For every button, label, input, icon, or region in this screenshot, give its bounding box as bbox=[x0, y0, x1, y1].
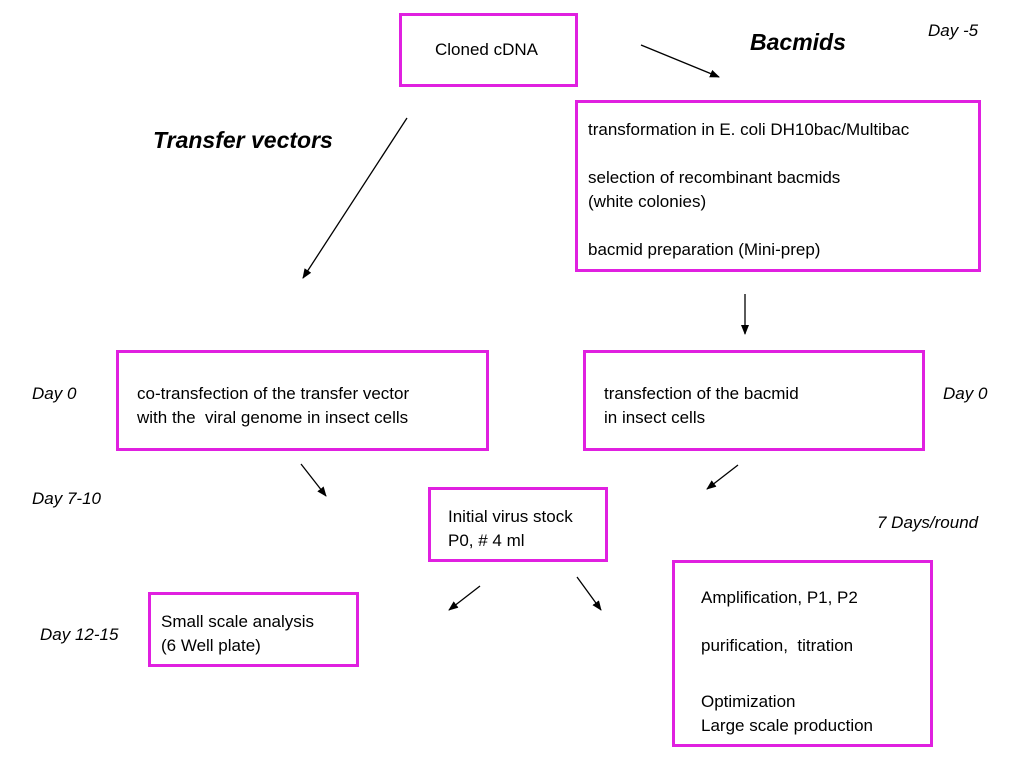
day-label-7-days-per-round: 7 Days/round bbox=[877, 513, 979, 532]
box-initial-virus-stock: Initial virus stock P0, # 4 ml bbox=[428, 487, 608, 562]
box-small-scale-analysis: Small scale analysis (6 Well plate) bbox=[148, 592, 359, 667]
heading-bacmids: Bacmids bbox=[750, 29, 846, 55]
transfection-line1: transfection of the bacmid bbox=[604, 384, 799, 403]
bacmid-step-preparation: bacmid preparation (Mini-prep) bbox=[588, 240, 821, 259]
amplification-line4: Large scale production bbox=[701, 716, 874, 735]
initial-stock-line1: Initial virus stock bbox=[448, 507, 573, 526]
cotransfection-line2: with the viral genome in insect cells bbox=[137, 408, 409, 427]
heading-transfer-vectors: Transfer vectors bbox=[153, 127, 333, 153]
arrow-cotransfection-to-stock bbox=[300, 463, 327, 497]
box-amplification: Amplification, P1, P2 purification, titr… bbox=[672, 560, 933, 747]
day-label-12-15: Day 12-15 bbox=[40, 625, 119, 644]
small-scale-line2: (6 Well plate) bbox=[161, 636, 261, 655]
box-transfection: transfection of the bacmid in insect cel… bbox=[583, 350, 925, 451]
box-cloned-cdna: Cloned cDNA bbox=[399, 13, 578, 87]
arrow-transfection-to-stock bbox=[706, 464, 739, 490]
cotransfection-line1: co-transfection of the transfer vector bbox=[137, 384, 410, 403]
amplification-line3: Optimization bbox=[701, 692, 796, 711]
day-label-0-left: Day 0 bbox=[32, 384, 77, 403]
arrow-stock-to-amplification bbox=[576, 576, 602, 611]
arrow-cdna-to-transfer-vectors bbox=[302, 117, 408, 279]
day-label-minus5: Day -5 bbox=[928, 21, 979, 40]
day-label-7-10: Day 7-10 bbox=[32, 489, 101, 508]
small-scale-line1: Small scale analysis bbox=[161, 612, 315, 631]
bacmid-step-selection: selection of recombinant bacmids bbox=[588, 168, 841, 187]
box-cotransfection: co-transfection of the transfer vector w… bbox=[116, 350, 489, 451]
bacmid-step-selection-note: (white colonies) bbox=[588, 192, 707, 211]
initial-stock-line2: P0, # 4 ml bbox=[448, 531, 525, 550]
transfection-line2: in insect cells bbox=[604, 408, 706, 427]
amplification-line2: purification, titration bbox=[701, 636, 854, 655]
arrow-stock-to-small-scale bbox=[448, 585, 481, 611]
arrow-cdna-to-bacmids bbox=[640, 44, 720, 78]
box-bacmid-steps: transformation in E. coli DH10bac/Multib… bbox=[575, 100, 981, 272]
box-cloned-cdna-text: Cloned cDNA bbox=[435, 40, 538, 59]
bacmid-step-transformation: transformation in E. coli DH10bac/Multib… bbox=[588, 120, 910, 139]
day-label-0-right: Day 0 bbox=[943, 384, 988, 403]
amplification-line1: Amplification, P1, P2 bbox=[701, 588, 858, 607]
